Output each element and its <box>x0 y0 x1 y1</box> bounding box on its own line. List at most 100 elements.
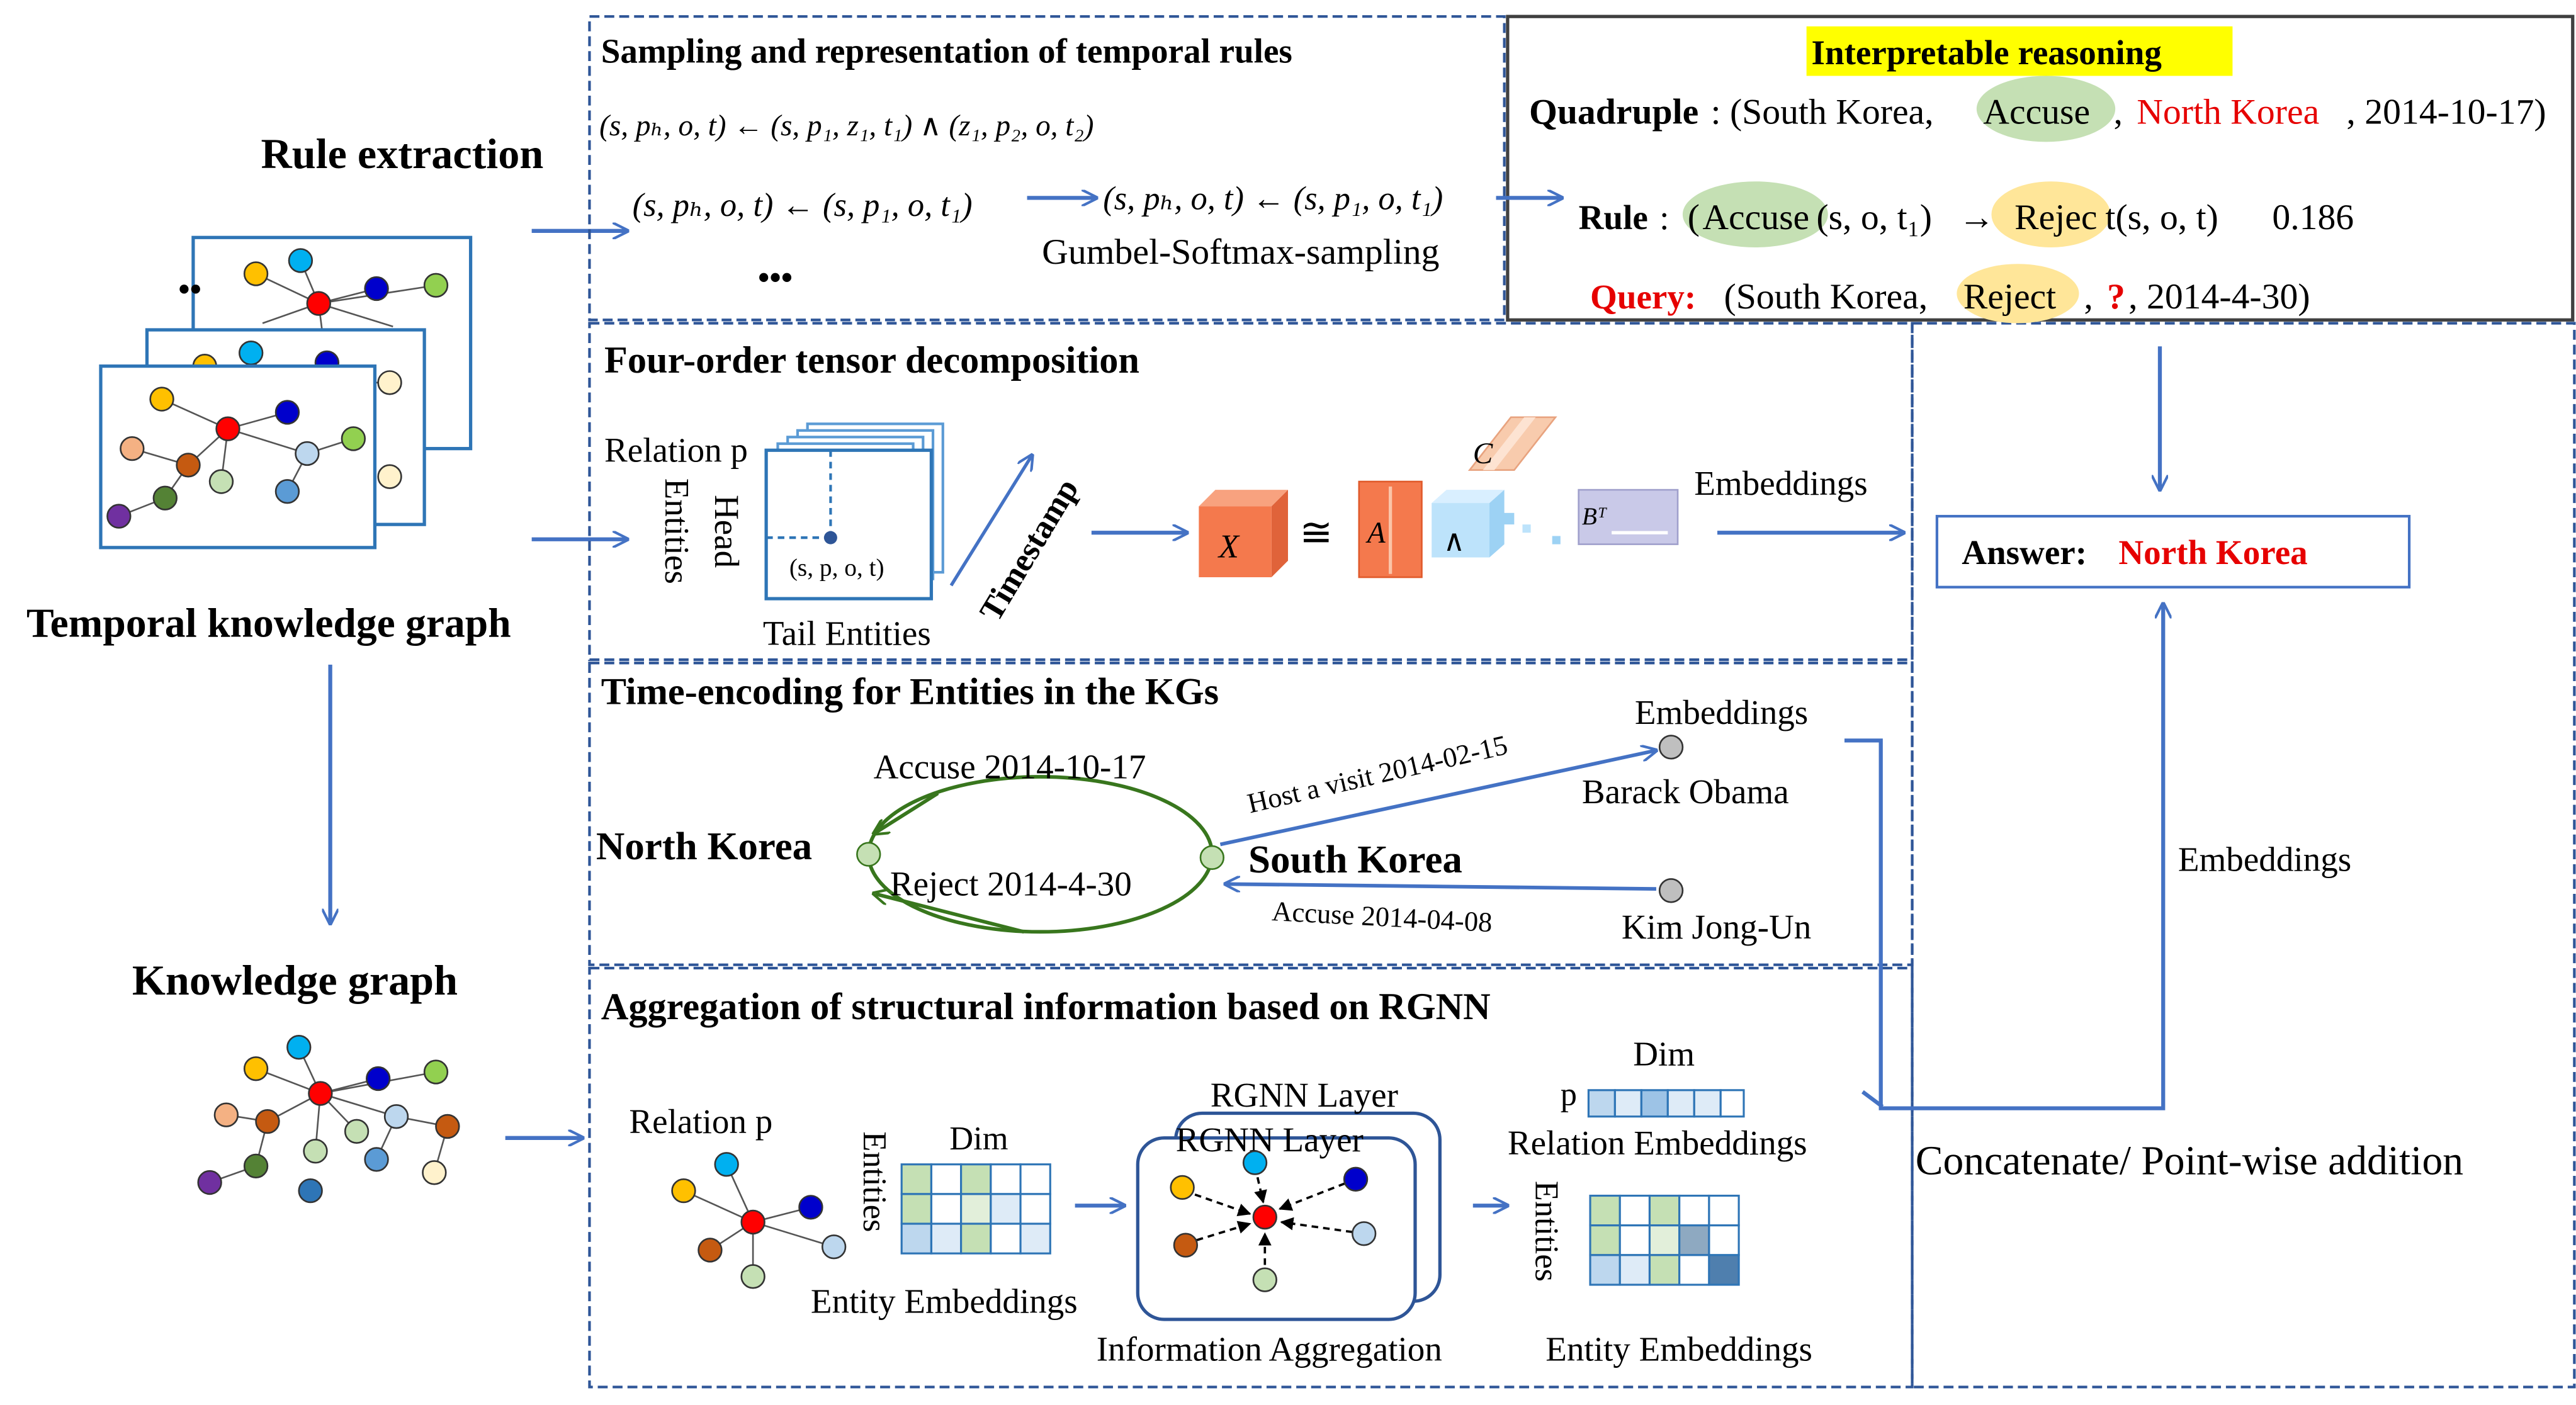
rule-accuse-oval <box>1682 181 1828 247</box>
bt-label: Bᵀ <box>1582 502 1608 530</box>
a-label: A <box>1365 517 1386 550</box>
north-korea-label: North Korea <box>596 824 812 868</box>
tensor-title: Four-order tensor decomposition <box>604 339 1139 381</box>
obama-node <box>1658 735 1684 760</box>
timeenc-title: Time-encoding for Entities in the KGs <box>601 671 1219 713</box>
rule-confidence: 0.186 <box>2272 198 2354 237</box>
relation-p-label: Relation p <box>604 431 748 470</box>
formula-1: (s, pₕ, o, t) ← (s, p₁, z₁, t₁) ∧ (z₁, p… <box>599 110 1093 142</box>
accuse-bottom-arrow <box>1225 884 1656 889</box>
rule-reject: Rejec <box>2014 198 2097 237</box>
query-open: (South Korea, <box>1724 277 1928 317</box>
factor-c <box>1467 416 1557 471</box>
quadruple-label: Quadruple <box>1529 93 1698 132</box>
rule-head: t(s, o, t) <box>2105 198 2218 237</box>
relation-embedding-row <box>1587 1089 1745 1118</box>
formula-ellipsis: ••• <box>758 260 793 296</box>
rgnn-layer-front-label: RGNN Layer <box>1176 1120 1364 1159</box>
rule-accuse: Accuse <box>1702 198 1809 237</box>
tensor-cell-label: (s, p, o, t) <box>789 553 884 581</box>
quadruple-comma: , <box>2114 93 2123 132</box>
ellipsis-dots: •• <box>178 271 201 308</box>
host-visit-label: Host a visit 2014-02-15 <box>1245 729 1511 820</box>
x-label: X <box>1217 529 1240 565</box>
accuse-oval <box>1976 76 2116 142</box>
rule-body: (s, o, t₁) <box>1816 198 1932 237</box>
rule-label: Rule <box>1579 198 1648 237</box>
timeenc-embeddings-label: Embeddings <box>1635 693 1808 731</box>
relation-p-row-label: p <box>1561 1076 1577 1112</box>
query-label: Query: <box>1590 278 1696 316</box>
svg-text:Head: Head <box>708 495 746 568</box>
relation-cycle <box>866 775 1214 934</box>
rgnn-entities-label: Entities <box>856 1131 893 1232</box>
kim-node <box>1658 878 1684 903</box>
obama-label: Barack Obama <box>1582 772 1789 811</box>
temporal-kg-stack: •• <box>99 235 473 550</box>
rule-reject-oval <box>1991 181 2111 247</box>
query-question-mark: ? <box>2107 277 2125 317</box>
reject-cycle-arrow <box>875 894 1025 934</box>
south-korea-node <box>1199 845 1225 871</box>
rgnn-star-graph <box>671 1152 847 1289</box>
timestamp-label: Timestamp <box>973 472 1086 627</box>
host-visit-arrow <box>1219 750 1656 847</box>
rule-extraction-label: Rule extraction <box>261 130 543 178</box>
merge-arrowhead <box>1861 1090 1884 1109</box>
svg-text:Entities: Entities <box>658 478 696 584</box>
accuse-bottom-label: Accuse 2014-04-08 <box>1271 895 1493 938</box>
north-korea-node <box>856 842 881 867</box>
tail-entities-label: Tail Entities <box>763 614 931 652</box>
tensor-cube <box>764 422 944 601</box>
aggregation-graph <box>1170 1150 1377 1292</box>
approx-symbol: ≅ <box>1299 511 1333 555</box>
accuse-cycle-arrow <box>875 791 939 833</box>
query-comma: , <box>2084 277 2093 317</box>
core-lambda-cube <box>1432 490 1561 558</box>
answer-value: North Korea <box>2118 533 2307 572</box>
sampling-title: Sampling and representation of temporal … <box>601 32 1292 71</box>
entity-embeddings-label: Entity Embeddings <box>811 1282 1078 1321</box>
formula-2a: (s, pₕ, o, t) ← (s, p₁, o, t₁) <box>633 187 973 223</box>
kim-label: Kim Jong-Un <box>1622 908 1811 946</box>
accuse-top-label: Accuse 2014-10-17 <box>874 748 1146 786</box>
answer-box <box>1935 514 2411 589</box>
relation-embeddings-label: Relation Embeddings <box>1508 1124 1807 1162</box>
rgnn-layer-back-label: RGNN Layer <box>1211 1076 1398 1114</box>
reject-label: Reject 2014-4-30 <box>890 865 1132 903</box>
interp-title: Interpretable reasoning <box>1812 33 2162 72</box>
c-label: C <box>1473 437 1493 470</box>
gumbel-label: Gumbel-Softmax-sampling <box>1042 232 1439 272</box>
south-korea-label: South Korea <box>1248 837 1462 881</box>
query-reject-oval <box>1957 264 2079 324</box>
concat-label: Concatenate/ Point-wise addition <box>1916 1138 2463 1183</box>
answer-region-box <box>1911 322 2576 1389</box>
rgnn-box <box>588 966 1914 1389</box>
timestamp-axis-arrow <box>949 455 1032 587</box>
quadruple-north-korea: North Korea <box>2137 93 2319 132</box>
answer-label: Answer: <box>1962 533 2087 572</box>
lambda-label: ∧ <box>1443 525 1466 558</box>
rule-open: ( <box>1688 198 1700 237</box>
quadruple-close: , 2014-10-17) <box>2346 93 2546 132</box>
info-aggregation-label: Information Aggregation <box>1097 1330 1442 1368</box>
factor-a <box>1358 480 1423 578</box>
right-embeddings-label: Embeddings <box>2178 840 2351 878</box>
tensor-embeddings-label: Embeddings <box>1694 464 1867 502</box>
kg-label: Knowledge graph <box>132 956 458 1004</box>
relation-dim-label: Dim <box>1633 1035 1695 1073</box>
entity-embedding-matrix <box>900 1163 1051 1255</box>
head-entities-label: Head Entities <box>658 478 746 584</box>
rgnn-title: Aggregation of structural information ba… <box>601 986 1491 1028</box>
rule-colon: : <box>1659 198 1669 237</box>
interp-title-highlight <box>1806 26 2233 76</box>
formula-2b: (s, pₕ, o, t) ← (s, p₁, o, t₁) <box>1103 181 1443 217</box>
query-close: , 2014-4-30) <box>2128 277 2310 317</box>
temporal-kg-label: Temporal knowledge graph <box>26 601 511 646</box>
factor-bt <box>1578 488 1679 545</box>
entity-embedding-matrix-right <box>1589 1194 1740 1286</box>
rgnn-relation-label: Relation p <box>629 1102 772 1141</box>
knowledge-graph-icon <box>197 1035 460 1204</box>
